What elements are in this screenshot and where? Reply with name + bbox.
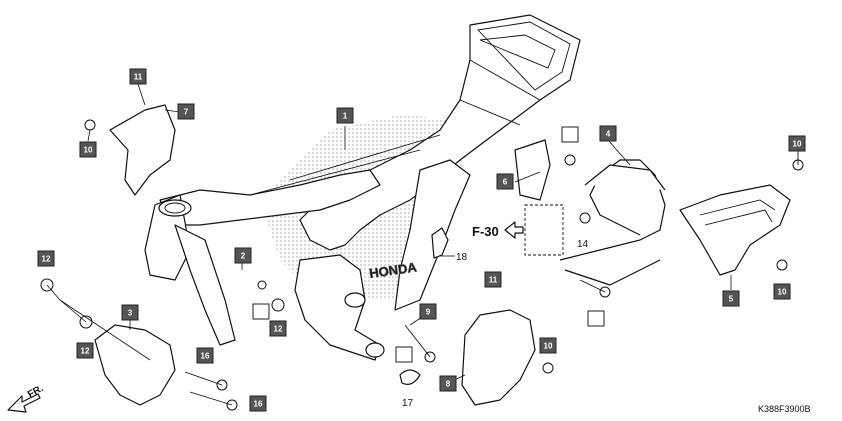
callout-label: 5 [729,295,734,304]
callout-label: 12 [42,255,51,264]
bracket-part-6[interactable] [514,139,551,201]
callout-7[interactable]: 7 [177,103,195,120]
rear-guard-part-5[interactable] [679,184,791,276]
callout-10[interactable]: 10 [773,283,791,300]
callout-1[interactable]: 1 [336,107,354,124]
callout-label: 11 [489,276,498,285]
callout-label: 6 [503,178,508,187]
callout-12[interactable]: 12 [37,250,55,267]
callout-10[interactable]: 10 [539,337,557,354]
clip-part-18[interactable] [431,227,449,259]
callout-label: 7 [184,108,189,117]
callout-label: 2 [241,252,246,261]
reference-arrow [504,221,524,239]
direction-label: FR. [26,383,46,401]
callout-label: 10 [84,146,93,155]
callout-17[interactable]: 17 [402,398,414,409]
clip-part-17[interactable] [399,369,421,385]
side-cover-part-3[interactable] [94,324,176,406]
callout-14[interactable]: 14 [577,239,589,250]
callout-11[interactable]: 11 [484,271,502,288]
callout-label: 8 [446,380,451,389]
empty-callouts [252,126,605,363]
callout-16[interactable]: 16 [249,395,267,412]
reference-box [524,204,564,256]
callout-3[interactable]: 3 [121,304,139,321]
callout-label: 12 [81,347,90,356]
callout-label: 11 [134,73,143,82]
callout-label: 10 [778,288,787,297]
callout-12[interactable]: 12 [76,342,94,359]
main-frame[interactable] [144,14,581,361]
callout-label: 16 [254,400,263,409]
callout-5[interactable]: 5 [722,290,740,307]
callout-label: 3 [128,309,133,318]
callout-label: 10 [544,342,553,351]
grab-rail-part-4[interactable] [559,159,666,286]
callout-label: 16 [201,352,210,361]
leader-lines [46,83,732,384]
callout-12[interactable]: 12 [269,320,287,337]
front-direction-indicator: FR. [7,383,46,413]
callout-4[interactable]: 4 [599,125,617,142]
callout-6[interactable]: 6 [496,173,514,190]
side-cover-part-8[interactable] [461,309,536,406]
callout-label: 9 [426,308,431,317]
callout-10[interactable]: 10 [788,135,806,152]
callout-2[interactable]: 2 [234,247,252,264]
callout-label: 4 [606,130,611,139]
callout-label: 12 [274,325,283,334]
callout-label: 10 [793,140,802,149]
front-cover-part-7[interactable] [109,104,176,196]
callout-10[interactable]: 10 [79,141,97,158]
callout-16[interactable]: 16 [196,347,214,364]
callout-label: 1 [343,112,348,121]
callout-8[interactable]: 8 [439,375,457,392]
callout-11[interactable]: 11 [129,68,147,85]
diagram-code: K388F3900B [758,404,811,414]
frame-logo-text: HONDA [368,259,418,281]
reference-label: F-30 [472,224,499,239]
callout-9[interactable]: 9 [419,303,437,320]
callout-18[interactable]: 18 [456,252,468,263]
